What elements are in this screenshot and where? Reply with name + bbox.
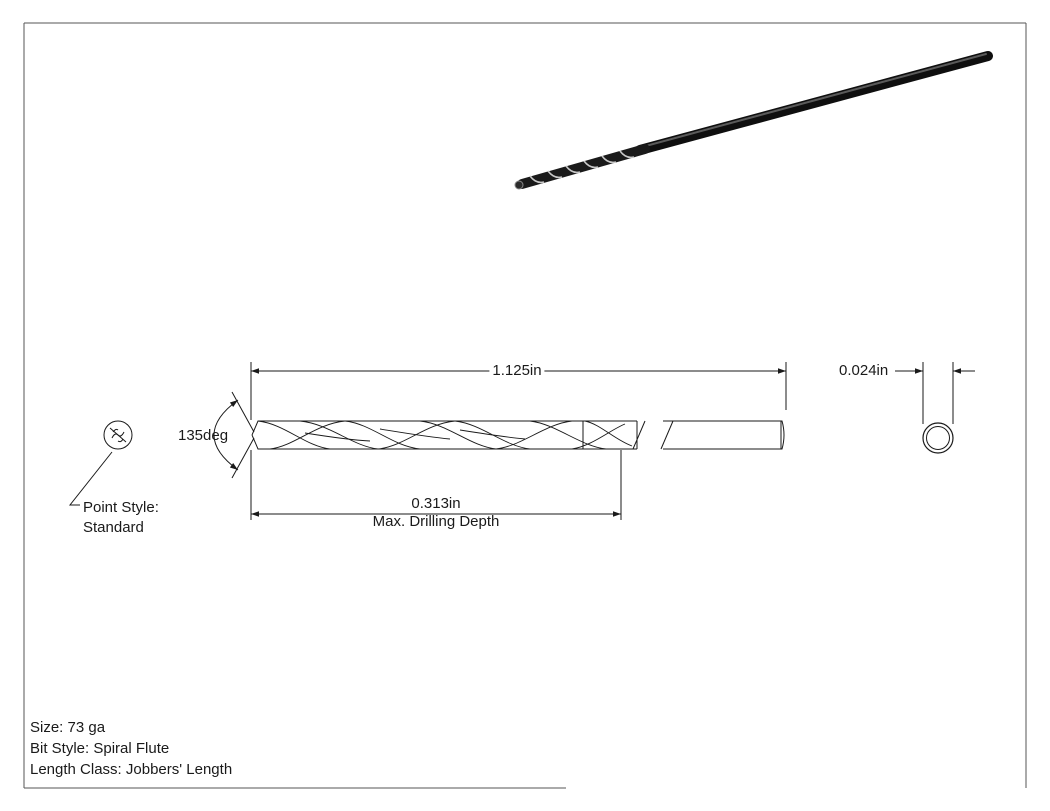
isometric-drill-render [514, 51, 993, 190]
point-angle-label: 135deg [178, 427, 229, 444]
drilling-depth-dimension [250, 450, 622, 520]
diameter-label: 0.024in [839, 362, 889, 379]
point-angle-dimension [213, 391, 255, 479]
sheet-frame [23, 22, 1027, 789]
flute-lines [257, 420, 633, 450]
point-style-value: Standard [83, 519, 144, 536]
diameter-dimension [895, 362, 975, 424]
drilling-depth-label: 0.313in [411, 495, 461, 512]
drilling-depth-caption: Max. Drilling Depth [372, 513, 500, 530]
point-style-leader [68, 451, 113, 506]
break-line-icon [632, 420, 674, 450]
overall-length-label: 1.125in [489, 362, 545, 380]
spec-bit-style: Bit Style: Spiral Flute [30, 740, 170, 757]
point-style-label: Point Style: [83, 499, 159, 516]
point-style-icon [103, 420, 133, 450]
spec-length-class: Length Class: Jobbers' Length [30, 761, 233, 778]
spec-size: Size: 73 ga [30, 719, 106, 736]
end-view-circle-icon [922, 422, 954, 454]
drill-side-view [251, 420, 785, 450]
